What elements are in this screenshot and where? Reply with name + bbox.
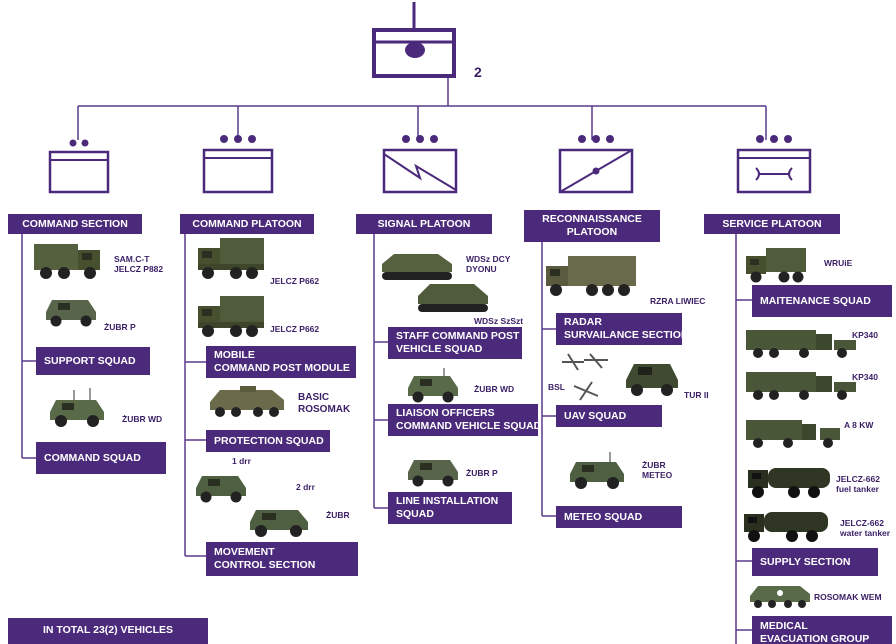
support-squad-box: SUPPORT SQUAD: [36, 347, 150, 375]
vehicle-label: RZRA LIWIEC: [650, 296, 706, 306]
vehicle-label: 2 drr: [296, 482, 315, 492]
vehicle-label: KP340: [852, 330, 878, 340]
kp340-truck-image: [744, 368, 860, 407]
zubr-p-vehicle-image: [42, 292, 102, 333]
vehicle-label: WDSz DCY DYONU: [466, 254, 511, 274]
zubr-vehicle-image: [246, 500, 316, 543]
jelcz-p662-truck-image: [196, 294, 268, 345]
rosomak-vehicle-image: [206, 384, 288, 425]
vehicle-label: ŻUBR P: [466, 468, 498, 478]
vehicle-label: ŻUBR WD: [122, 414, 163, 424]
vehicle-label: BASIC ROSOMAK: [298, 392, 351, 415]
total-vehicles-box: IN TOTAL 23(2) VEHICLES: [8, 618, 208, 644]
vehicle-label: ŻUBR P: [104, 322, 136, 332]
zubr-wd-vehicle-image: [404, 368, 466, 409]
wdsz-tracked-vehicle-image: [378, 250, 458, 289]
kp340-truck-image: [744, 326, 860, 365]
zubr-p-vehicle-image: [404, 452, 466, 493]
vehicle-label: BSL: [548, 382, 565, 392]
line-installation-squad-box: LINE INSTALLATION SQUAD: [388, 492, 512, 524]
a8kw-truck-image: [744, 416, 844, 455]
bsl-uav-image: [560, 348, 618, 411]
zubr-meteo-vehicle-image: [566, 452, 632, 495]
vehicle-label: 1 drr: [232, 456, 251, 466]
movement-control-section-box: MOVEMENT CONTROL SECTION: [206, 542, 358, 576]
jelcz-662-fuel-tanker-image: [744, 462, 834, 505]
sam-c-t-truck-image: [32, 240, 104, 285]
vehicle-label: KP340: [852, 372, 878, 382]
supply-section-box: SUPPLY SECTION: [752, 548, 878, 576]
jelcz-p662-truck-image: [196, 236, 268, 287]
mobile-command-post-module-box: MOBILE COMMAND POST MODULE: [206, 346, 356, 378]
vehicle-label: SAM.C-T JELCZ P882: [114, 254, 164, 274]
command-platoon-symbol: [202, 135, 274, 194]
wruie-truck-image: [744, 244, 810, 289]
liaison-officers-command-vehicle-squad-box: LIAISON OFFICERS COMMAND VEHICLE SQUAD: [388, 404, 541, 436]
rzra-liwiec-radar-truck-image: [542, 252, 642, 307]
unit-number: 2: [474, 64, 482, 80]
vehicle-label: ŻUBR: [326, 510, 350, 520]
zubr-wd-vehicle-image: [46, 388, 112, 433]
vehicle-label: WRUiE: [824, 258, 853, 268]
meteo-squad-box: METEO SQUAD: [556, 506, 682, 528]
command-section-symbol: [48, 139, 110, 194]
vehicle-label: JELCZ-662 water tanker: [840, 518, 891, 538]
reconnaissance-platoon-symbol: [558, 135, 634, 194]
service-platoon-header: SERVICE PLATOON: [704, 214, 840, 234]
vehicle-label: ROSOMAK WEM: [814, 592, 882, 602]
service-platoon-symbol: [736, 135, 812, 194]
medical-evacuation-group-box: MEDICAL EVACUATION GROUP: [752, 616, 892, 644]
signal-platoon-symbol: [382, 135, 458, 194]
battalion-headquarters-icon: [372, 2, 456, 78]
rosomak-wem-vehicle-image: [746, 582, 812, 617]
signal-platoon-header: SIGNAL PLATOON: [356, 214, 492, 234]
vehicle-label: JELCZ P662: [270, 324, 320, 334]
vehicle-label: TUR II: [684, 390, 709, 400]
protection-squad-box: PROTECTION SQUAD: [206, 430, 330, 452]
uav-squad-box: UAV SQUAD: [556, 405, 662, 427]
vehicle-label: ŻUBR METEO: [642, 460, 673, 480]
command-squad-box: COMMAND SQUAD: [36, 442, 166, 474]
tur-ii-vehicle-image: [622, 356, 682, 405]
command-section-header: COMMAND SECTION: [8, 214, 142, 234]
wdsz-tracked-vehicle-image: [414, 280, 494, 321]
vehicle-label: A 8 KW: [844, 420, 874, 430]
command-platoon-header: COMMAND PLATOON: [180, 214, 314, 234]
maitenance-squad-box: MAITENANCE SQUAD: [752, 285, 892, 317]
vehicle-label: JELCZ P662: [270, 276, 320, 286]
reconnaissance-platoon-header: RECONNAISSANCE PLATOON: [524, 210, 660, 242]
vehicle-label: WDSz SzSzt: [474, 316, 524, 326]
staff-command-post-vehicle-squad-box: STAFF COMMAND POST VEHICLE SQUAD: [388, 327, 522, 359]
radar-survaillance-section-box: RADAR SURVAILANCE SECTION: [556, 313, 688, 345]
jelcz-662-water-tanker-image: [740, 506, 832, 551]
zubr-vehicle-image: [192, 468, 254, 509]
vehicle-label: JELCZ-662 fuel tanker: [836, 474, 880, 494]
vehicle-label: ŻUBR WD: [474, 384, 515, 394]
